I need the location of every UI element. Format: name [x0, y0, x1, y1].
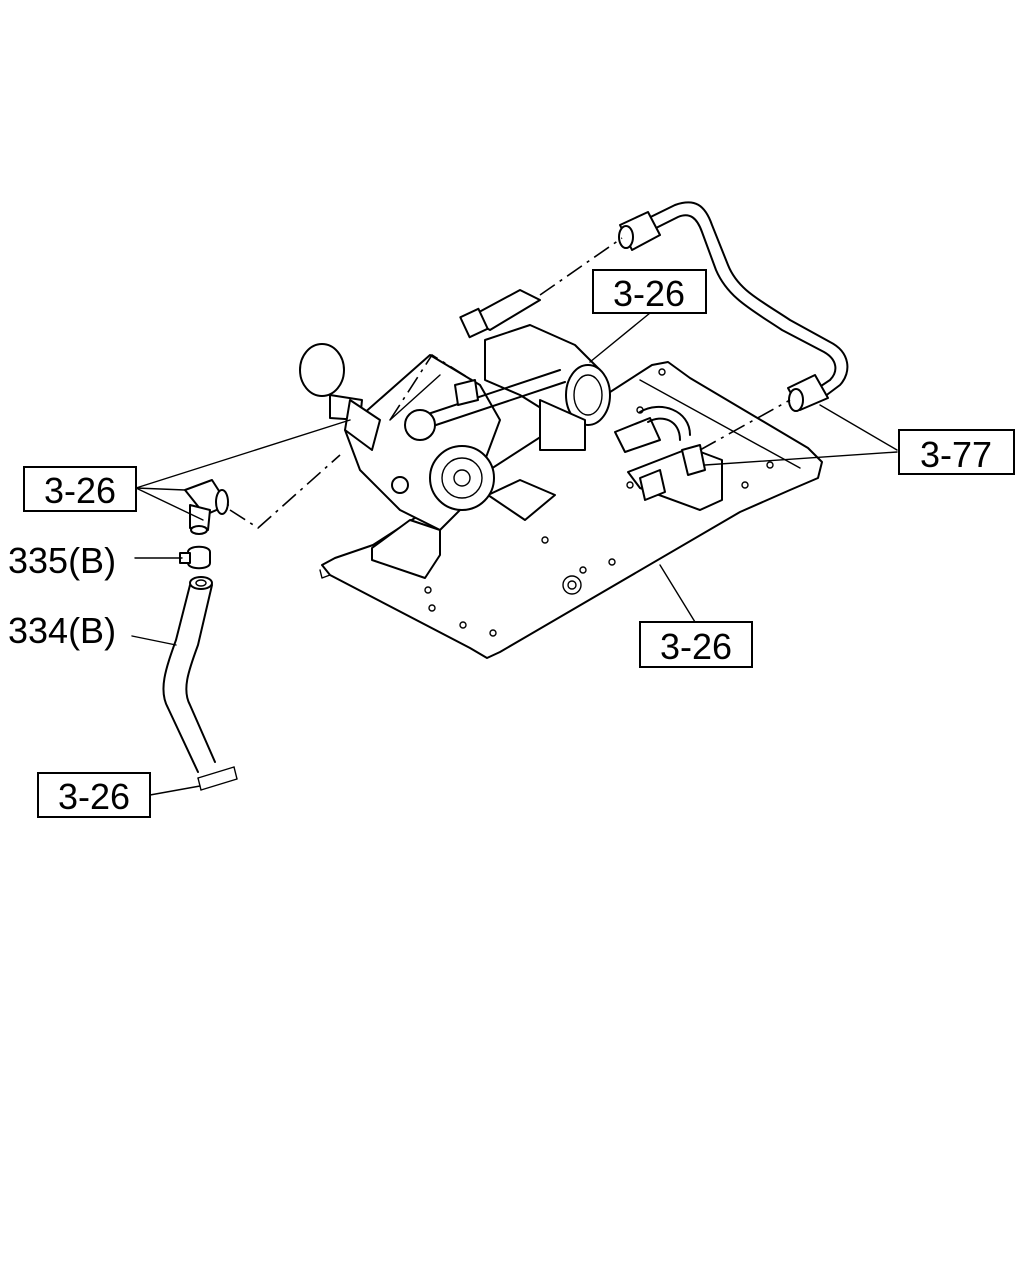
t-fitting: [614, 406, 723, 511]
hose-334b: [162, 576, 238, 791]
callout-left-elbow-text: 3-26: [44, 470, 116, 511]
leader-lines: [131, 237, 898, 796]
callout-right: 3-77: [898, 429, 1015, 475]
callout-part-335: 335(B): [8, 540, 116, 581]
callout-part-335-text: 335(B): [8, 540, 116, 581]
elbow-fitting: [184, 479, 229, 535]
callout-left-elbow: 3-26: [23, 466, 137, 512]
callout-bottom-left-text: 3-26: [58, 776, 130, 817]
callout-plate: 3-26: [639, 621, 753, 668]
fuel-line: [618, 201, 849, 412]
valve-assembly: [299, 289, 611, 579]
callout-part-334: 334(B): [8, 610, 116, 651]
callout-bottom-left: 3-26: [37, 772, 151, 818]
mounting-plate: [319, 361, 823, 659]
callout-part-334-text: 334(B): [8, 610, 116, 651]
callout-top-center: 3-26: [592, 269, 707, 314]
cap-335b: [179, 545, 211, 570]
callout-right-text: 3-77: [920, 434, 992, 475]
callout-plate-text: 3-26: [660, 626, 732, 667]
callout-top-center-text: 3-26: [613, 273, 685, 314]
